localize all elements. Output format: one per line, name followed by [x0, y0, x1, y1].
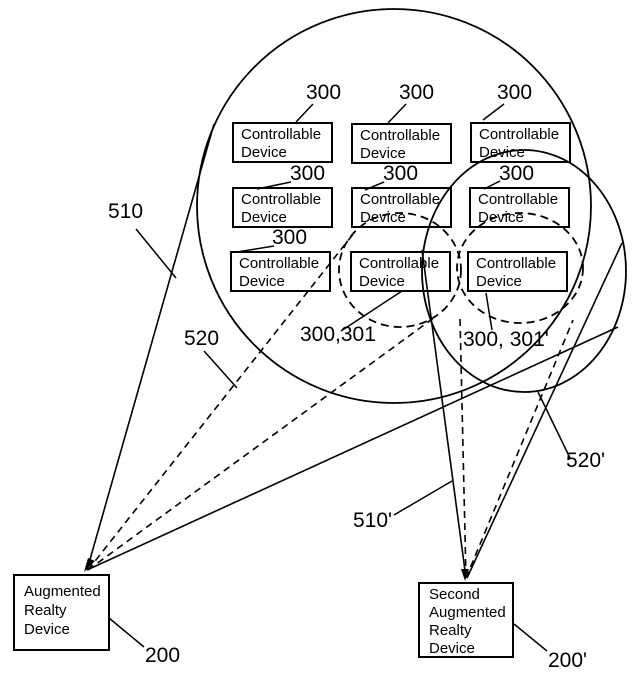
view-line-520p-left [459, 317, 467, 579]
ref-510-prime: 510' [353, 509, 393, 532]
leader-200p [513, 623, 548, 652]
leader-200 [108, 617, 145, 648]
group-301-dashed-circle [338, 212, 462, 328]
augmented-reality-device-box: Augmented Realty Device [13, 574, 110, 651]
leader-300-301p [485, 292, 493, 331]
second-view-zone-ellipse [421, 149, 627, 393]
controllable-device-box: Controllable Device [467, 251, 568, 292]
leader-510p [393, 480, 453, 516]
ref-300: 300 [306, 81, 342, 104]
controllable-device-box: Controllable Device [350, 251, 451, 292]
ref-300-301-prime: 300, 301' [463, 328, 549, 351]
ref-300: 300 [497, 81, 533, 104]
left-cone-arrowhead [84, 558, 95, 572]
ref-520: 520 [184, 327, 220, 350]
controllable-device-box: Controllable Device [232, 122, 333, 163]
second-augmented-reality-device-box: Second Augmented Realty Device [418, 582, 514, 658]
ref-300: 300 [272, 226, 308, 249]
controllable-device-box: Controllable Device [469, 187, 570, 228]
first-view-zone-circle [196, 8, 592, 404]
ref-300: 300 [290, 162, 326, 185]
leader-300-3 [482, 103, 505, 121]
leader-300-1 [295, 103, 314, 123]
view-line-520-right [87, 316, 436, 571]
controllable-device-box: Controllable Device [470, 122, 571, 163]
ref-300: 300 [383, 162, 419, 185]
controllable-device-box: Controllable Device [351, 123, 452, 164]
right-cone-arrowhead [461, 569, 469, 581]
view-line-520p-right [465, 319, 574, 579]
ref-300: 300 [399, 81, 435, 104]
controllable-device-box: Controllable Device [232, 187, 333, 228]
leader-520 [203, 350, 238, 389]
leader-300-2 [387, 103, 407, 124]
leader-300-301 [340, 290, 403, 332]
group-301-prime-dashed-circle [456, 212, 584, 324]
ref-520-prime: 520' [566, 449, 606, 472]
view-line-510p-right [466, 242, 623, 579]
ref-300-301: 300,301 [300, 323, 376, 346]
controllable-device-box: Controllable Device [351, 187, 452, 228]
ref-510: 510 [108, 200, 144, 223]
controllable-device-box: Controllable Device [230, 251, 331, 292]
ref-200-prime: 200' [548, 649, 588, 672]
ref-200: 200 [145, 644, 181, 667]
ref-300: 300 [499, 162, 535, 185]
leader-520p [537, 391, 571, 459]
leader-510 [135, 228, 177, 279]
view-line-510-right [86, 326, 619, 571]
view-line-510-left [86, 123, 215, 571]
view-line-510p-left [421, 249, 467, 579]
